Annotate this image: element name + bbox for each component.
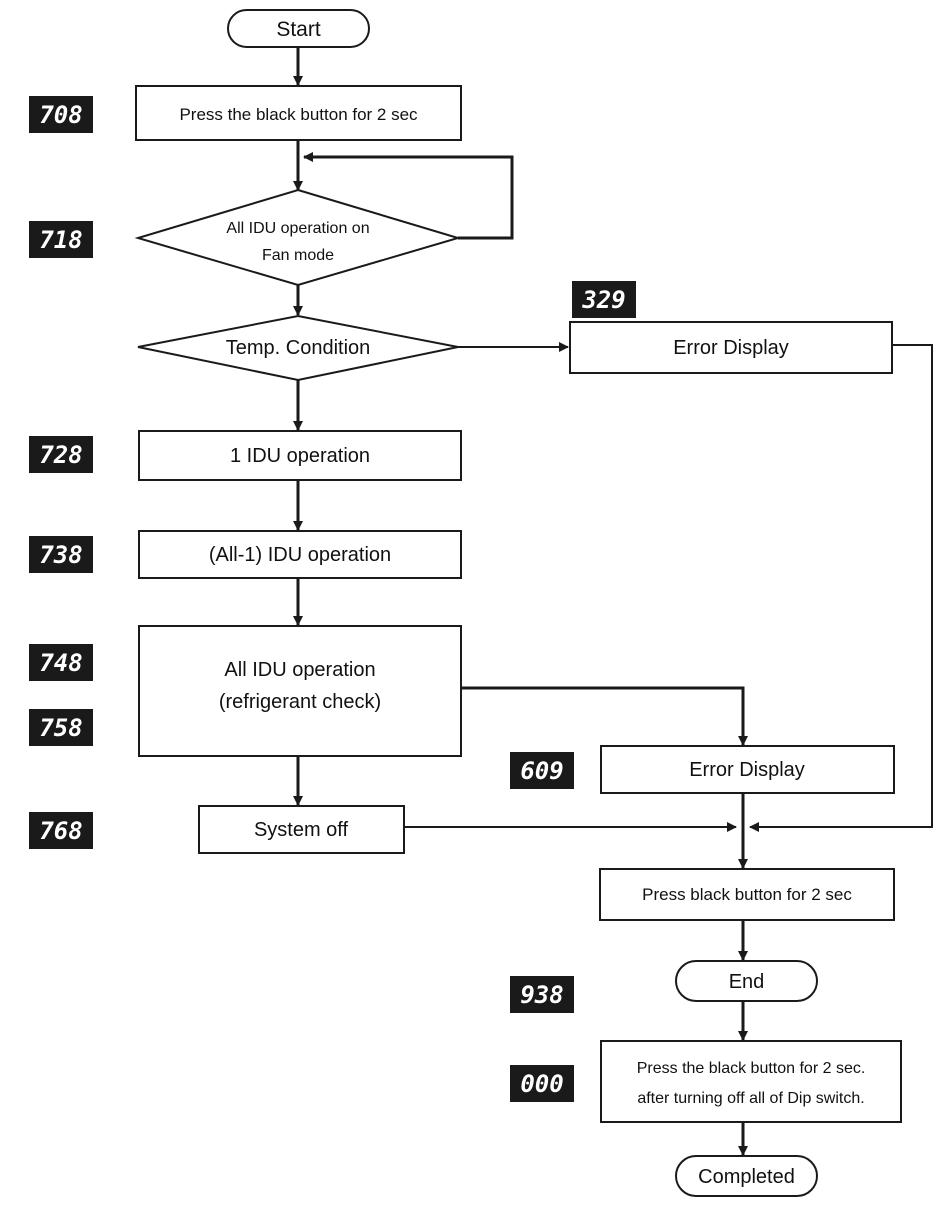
all-minus-1-idu-operation-label: (All-1) IDU operation: [209, 544, 391, 566]
error-display-2-label: Error Display: [689, 759, 805, 781]
node-fan-mode-check: All IDU operation on Fan mode: [134, 188, 462, 287]
code-718-label: 718: [39, 226, 82, 254]
node-press-black-button-b: Press black button for 2 sec: [599, 868, 895, 921]
code-badge-609: 609: [510, 752, 574, 789]
node-temp-condition: Temp. Condition: [137, 314, 459, 382]
node-system-off: System off: [198, 805, 405, 854]
edge-fan-check-loop: [303, 152, 514, 240]
node-completed: Completed: [675, 1155, 818, 1197]
fan-mode-check-label-line2: Fan mode: [262, 247, 334, 264]
code-badge-758: 758: [29, 709, 93, 746]
end-label: End: [729, 971, 765, 993]
node-press-black-button: Press the black button for 2 sec: [135, 85, 462, 141]
code-badge-329: 329: [572, 281, 636, 318]
code-badge-748: 748: [29, 644, 93, 681]
fan-mode-check-label-line1: All IDU operation on: [226, 220, 369, 237]
final-press-label-line1: Press the black button for 2 sec.: [637, 1060, 866, 1077]
completed-label: Completed: [698, 1166, 795, 1188]
node-error-display-2: Error Display: [600, 745, 895, 794]
node-final-press: Press the black button for 2 sec. after …: [600, 1040, 902, 1123]
all-idu-operation-label-line1: All IDU operation: [224, 659, 375, 681]
edge-error1-to-merge: [749, 344, 933, 832]
error-display-1-label: Error Display: [673, 337, 789, 359]
node-1-idu-operation: 1 IDU operation: [138, 430, 462, 481]
code-768-label: 768: [39, 817, 82, 845]
code-938-label: 938: [520, 981, 563, 1009]
edge-all-idu-to-error2: [461, 686, 748, 746]
code-758-label: 758: [39, 714, 82, 742]
code-708-label: 708: [39, 101, 82, 129]
node-start: Start: [227, 9, 370, 48]
1-idu-operation-label: 1 IDU operation: [230, 445, 370, 467]
start-label: Start: [276, 18, 321, 41]
code-badge-768: 768: [29, 812, 93, 849]
final-press-label-line2: after turning off all of Dip switch.: [637, 1090, 864, 1107]
code-badge-718: 718: [29, 221, 93, 258]
code-badge-708: 708: [29, 96, 93, 133]
code-badge-728: 728: [29, 436, 93, 473]
node-all-idu-operation: All IDU operation (refrigerant check): [138, 625, 462, 757]
node-end: End: [675, 960, 818, 1002]
code-badge-738: 738: [29, 536, 93, 573]
press-black-button-b-label: Press black button for 2 sec: [642, 885, 852, 904]
temp-condition-label: Temp. Condition: [226, 337, 371, 359]
press-black-button-label: Press the black button for 2 sec: [179, 105, 418, 124]
code-748-label: 748: [39, 649, 82, 677]
code-329-label: 329: [581, 286, 625, 314]
all-idu-operation-label-line2: (refrigerant check): [219, 691, 381, 713]
node-all-minus-1-idu-operation: (All-1) IDU operation: [138, 530, 462, 579]
code-000-label: 000: [520, 1070, 563, 1098]
code-738-label: 738: [39, 541, 82, 569]
code-728-label: 728: [39, 441, 82, 469]
code-badge-000: 000: [510, 1065, 574, 1102]
system-off-label: System off: [254, 819, 349, 841]
node-error-display-1: Error Display: [569, 321, 893, 374]
code-609-label: 609: [520, 757, 563, 785]
connectors: [293, 47, 933, 1156]
code-badge-938: 938: [510, 976, 574, 1013]
